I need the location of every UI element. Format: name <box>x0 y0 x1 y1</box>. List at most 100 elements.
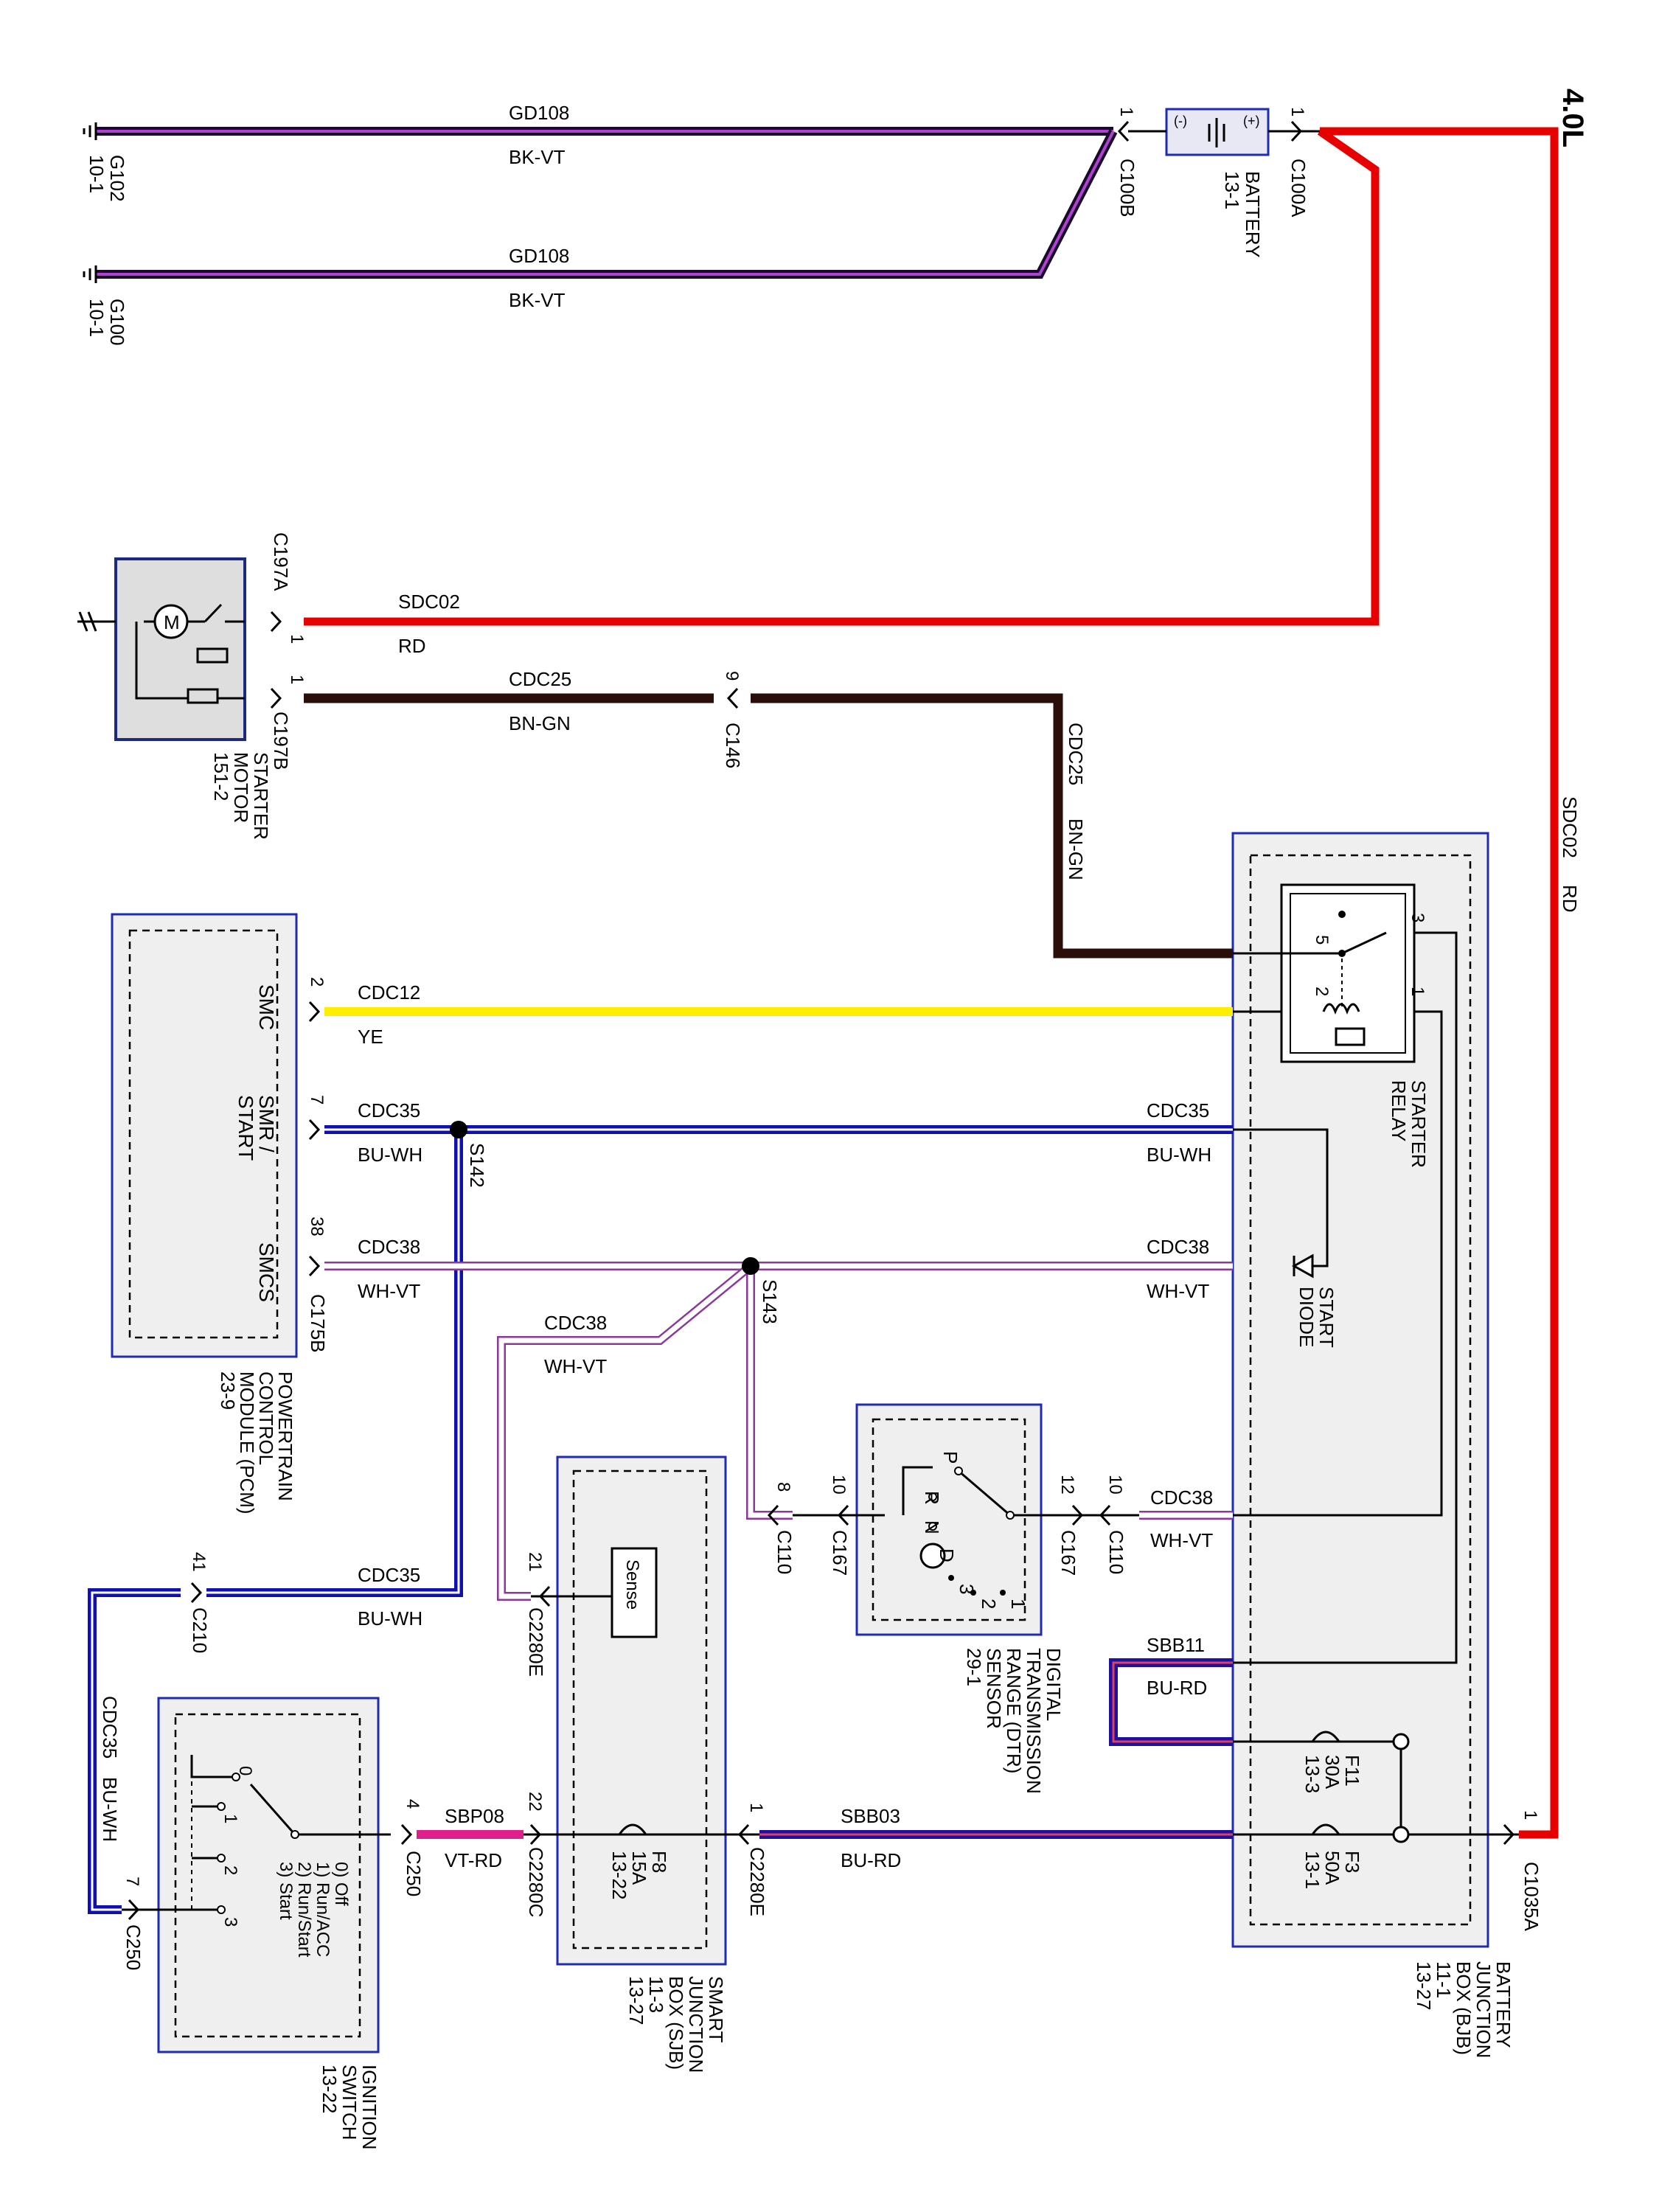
fuse-f3-rating: 50A <box>1321 1851 1343 1885</box>
battery-ref: 13-1 <box>1221 171 1243 209</box>
starter-motor-name-1: STARTER <box>250 752 272 840</box>
wire-cdc35 <box>88 1125 1233 1914</box>
splice-s143: S143 <box>759 1279 781 1324</box>
sjb-c2280c: C2280C <box>525 1847 547 1917</box>
starter-motor-symbol: M <box>77 603 245 704</box>
wire-gd108-bot-circuit: GD108 <box>509 245 569 267</box>
pcm-name-2: CONTROL <box>255 1371 277 1465</box>
battery-pin-pos: 1 <box>1287 107 1307 116</box>
start-diode-name-2: DIODE <box>1295 1287 1318 1347</box>
bjb-ref-1: 11-1 <box>1433 1961 1455 1998</box>
wire-cdc38 <box>324 1262 1233 1601</box>
ignition-contact-0: 0 <box>235 1766 255 1775</box>
wire-cdc35-c210-color: BU-WH <box>358 1607 422 1630</box>
sjb-fuse-name: F8 <box>648 1851 670 1873</box>
ignition-contact-3: 3 <box>220 1917 240 1927</box>
pcm-pin-smr: 7 <box>307 1095 327 1105</box>
dtr-pin-c110-right: 10 <box>1105 1475 1125 1495</box>
wire-cdc38-l-color: WH-VT <box>358 1280 420 1302</box>
smart-junction-box <box>556 1455 727 1966</box>
wire-cdc38-sjb-circuit: CDC38 <box>544 1312 607 1334</box>
wire-cdc25-v-circuit: CDC25 <box>1065 723 1087 785</box>
wire-sbb11-circuit: SBB11 <box>1147 1634 1205 1656</box>
ignition-c250-a: C250 <box>403 1851 425 1896</box>
wire-gd108-top-circuit: GD108 <box>509 102 569 124</box>
dtr-name-2: TRANSMISSION <box>1023 1648 1045 1794</box>
fuse-f11-ref: 13-3 <box>1301 1755 1324 1793</box>
ignition-c250-b: C250 <box>122 1924 145 1970</box>
ignition-switch-box <box>157 1697 380 2053</box>
start-diode-name-1: START <box>1315 1287 1338 1348</box>
pcm-pin-smcs: 38 <box>307 1217 327 1237</box>
wire-cdc38-sjb-color: WH-VT <box>544 1355 607 1377</box>
wire-cdc35-ign-circuit: CDC35 <box>99 1696 121 1759</box>
pcm-pin-smc: 2 <box>307 977 327 987</box>
sjb-ref-1: 11-3 <box>645 1976 667 2013</box>
pcm-smcs-label: SMCS <box>255 1242 278 1302</box>
sjb-pin-1: 1 <box>746 1803 766 1812</box>
sjb-fuse-rating: 15A <box>628 1851 650 1885</box>
wire-cdc38-l-circuit: CDC38 <box>358 1236 420 1258</box>
pcm-smr-label-1: SMR / <box>255 1095 278 1152</box>
fuse-f11-name: F11 <box>1341 1755 1363 1787</box>
sjb-c2280e-top: C2280E <box>525 1607 547 1677</box>
wire-cdc12-circuit: CDC12 <box>358 981 420 1004</box>
connector-c197a: C197A <box>270 532 292 591</box>
starter-motor-name-2: MOTOR <box>230 752 252 823</box>
wire-cdc25-h-color: BN-GN <box>509 712 571 734</box>
wire-cdc38-r-circuit: CDC38 <box>1147 1236 1209 1258</box>
pcm-name-3: MODULE (PCM) <box>236 1371 258 1514</box>
wire-sbb03-circuit: SBB03 <box>841 1805 900 1827</box>
pcm-smc-label: SMC <box>255 984 278 1030</box>
wire-sdc02 <box>304 127 1559 1839</box>
bjb-name-2: JUNCTION <box>1472 1961 1495 2058</box>
dtr-c110-left: C110 <box>773 1530 796 1574</box>
splice-s142: S142 <box>466 1143 488 1188</box>
relay-pin-3: 3 <box>1408 913 1427 922</box>
dtr-gear-3: 3 <box>956 1584 978 1594</box>
connector-c210: C210 <box>189 1607 211 1653</box>
ground-g102-id: G102 <box>106 155 128 202</box>
ground-g102-ref: 10-1 <box>86 155 108 193</box>
sjb-name-1: SMART <box>705 1976 727 2043</box>
wire-cdc35-c210-circuit: CDC35 <box>358 1564 420 1586</box>
ignition-pos-2: 2) Run/Start <box>294 1862 314 1958</box>
dtr-gear-2: 2 <box>978 1599 1000 1609</box>
battery-pin-neg: 1 <box>1116 107 1136 116</box>
dtr-gear-n: N <box>921 1520 943 1534</box>
wire-sdc02-h-circuit: SDC02 <box>398 591 460 613</box>
wire-sbb11 <box>1109 1658 1233 1746</box>
ignition-pos-0: 0) Off <box>331 1862 351 1906</box>
battery-c100b: C100B <box>1116 159 1138 218</box>
wire-cdc25-v-color: BN-GN <box>1065 818 1087 880</box>
sjb-name-2: JUNCTION <box>685 1976 707 2073</box>
ignition-pin-4: 4 <box>403 1799 422 1809</box>
dtr-gear-p: P <box>939 1451 961 1464</box>
wire-cdc35-ign-color: BU-WH <box>99 1777 121 1842</box>
dtr-name-3: RANGE (DTR) <box>1003 1648 1025 1773</box>
sjb-sense-label: Sense <box>622 1559 642 1610</box>
bjb-name-3: BOX (BJB) <box>1453 1961 1475 2055</box>
wire-sdc02-h-color: RD <box>398 635 426 657</box>
ignition-pos-3: 3) Start <box>276 1862 296 1920</box>
sjb-pin-22: 22 <box>525 1792 545 1812</box>
dtr-switch-symbol <box>902 1466 1015 1596</box>
ignition-contact-1: 1 <box>220 1814 240 1823</box>
dtr-c110-right: C110 <box>1105 1530 1127 1574</box>
fuse-f3-symbol <box>1311 1823 1340 1835</box>
splice-s142-dot <box>450 1121 467 1138</box>
wire-cdc25-h-circuit: CDC25 <box>509 668 571 690</box>
starter-relay-symbol <box>1233 883 1416 1063</box>
bjb-node-bottom <box>1392 1826 1410 1843</box>
dtr-name-4: SENSOR <box>983 1648 1005 1729</box>
dtr-pin-c110-left: 8 <box>773 1482 793 1492</box>
ground-g100-id: G100 <box>106 299 128 346</box>
wire-cdc38-dtr-color: WH-VT <box>1150 1529 1213 1551</box>
wire-cdc38-r-color: WH-VT <box>1147 1280 1209 1302</box>
c197a-pin: 1 <box>287 634 307 644</box>
wire-cdc35-l-circuit: CDC35 <box>358 1099 420 1121</box>
bjb-pin: 1 <box>1520 1810 1540 1820</box>
battery-symbol: (-) (+) <box>1165 108 1270 156</box>
pcm-smr-label-2: START <box>234 1095 257 1161</box>
